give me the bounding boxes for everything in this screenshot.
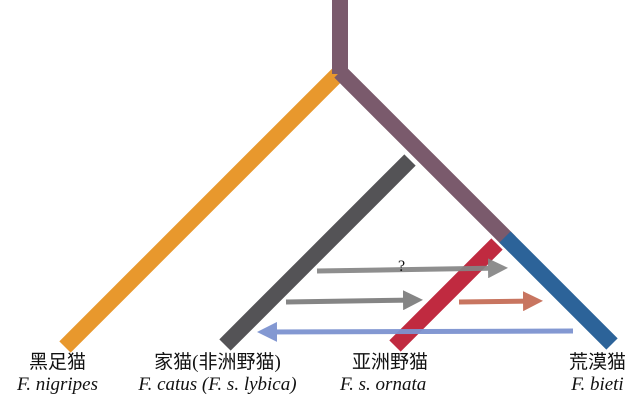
- label-cn: 家猫(非洲野猫): [154, 352, 281, 373]
- branch-bieti: [499, 231, 618, 350]
- label-sci: F. s. ornata: [340, 374, 427, 395]
- label-cn: 荒漠猫: [568, 352, 626, 373]
- label-sci: F. bieti: [571, 374, 624, 395]
- gene-flow-arrow-orange: [458, 291, 543, 312]
- label-cn: 亚洲野猫: [351, 352, 428, 373]
- label-ornata: 亚洲野猫 F. s. ornata: [330, 352, 450, 396]
- gene-flow-arrow-blue: [257, 321, 574, 342]
- gene-flow-arrow-uncertain: [316, 258, 508, 279]
- branch-catus: [219, 154, 416, 351]
- label-nigripes: 黑足猫 F. nigripes: [0, 352, 115, 396]
- label-bieti: 荒漠猫 F. bieti: [560, 352, 635, 396]
- label-sci: F. nigripes: [17, 374, 98, 395]
- branch-nigripes: [59, 66, 346, 353]
- label-cn: 黑足猫: [28, 352, 86, 373]
- label-catus: 家猫(非洲野猫) F. catus (F. s. lybica): [115, 352, 320, 396]
- branch-ancestor-right: [334, 66, 516, 248]
- label-sci: F. catus (F. s. lybica): [138, 374, 297, 395]
- branch-ornata: [389, 238, 503, 352]
- uncertain-marker: ?: [398, 258, 406, 275]
- gene-flow-arrow-gray: [285, 290, 423, 311]
